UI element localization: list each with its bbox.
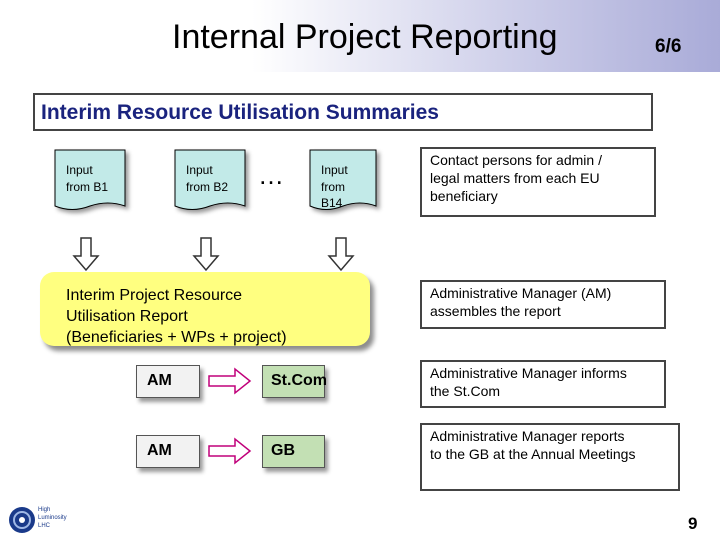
flow-from-am-gb: AM <box>136 435 200 468</box>
page-number: 9 <box>688 514 698 533</box>
report-box-text: Interim Project Resource Utilisation Rep… <box>66 285 287 348</box>
input-document-b1 <box>54 149 126 210</box>
input-b14-line2: from <box>321 180 345 194</box>
logo-line1: High <box>38 507 50 513</box>
input-document-b2 <box>174 149 246 210</box>
logo-line2: Luminosity <box>38 515 67 521</box>
input-b14-line3: B14 <box>321 196 343 210</box>
report-line2: Utilisation Report <box>66 308 188 325</box>
hl-lhc-logo: High Luminosity LHC <box>9 507 67 533</box>
flow-to-stcom: St.Com <box>262 365 327 398</box>
logo-line3: LHC <box>38 523 51 529</box>
note-reports-line2: to the GB at the Annual Meetings <box>430 446 636 462</box>
note-reports-line1: Administrative Manager reports <box>430 428 625 444</box>
note-contacts-line1: Contact persons for admin / <box>430 152 602 168</box>
down-arrow-icon <box>72 237 100 272</box>
page-title: Internal Project Reporting <box>172 18 558 56</box>
input-b14-line1: Input <box>321 163 348 177</box>
report-line1: Interim Project Resource <box>66 287 243 304</box>
flow-to-gb: GB <box>262 435 325 468</box>
right-arrow-icon <box>208 367 252 395</box>
note-informs: Administrative Manager informs the St.Co… <box>420 360 666 408</box>
header-band <box>0 0 720 72</box>
slide-fraction: 6/6 <box>655 36 682 57</box>
down-arrow-icon <box>192 237 220 272</box>
input-document-b14 <box>309 149 377 210</box>
note-contacts: Contact persons for admin / legal matter… <box>420 147 656 217</box>
note-informs-line2: the St.Com <box>430 383 501 399</box>
input-b2-line1: Input <box>186 163 213 177</box>
input-b1-line1: Input <box>66 163 93 177</box>
input-b1-line2: from B1 <box>66 180 108 194</box>
note-assembles: Administrative Manager (AM) assembles th… <box>420 280 666 329</box>
report-line3: (Beneficiaries + WPs + project) <box>66 329 287 346</box>
note-assembles-line2: assembles the report <box>430 303 561 319</box>
summary-title-box: Interim Resource Utilisation Summaries <box>33 93 653 131</box>
note-contacts-line3: beneficiary <box>430 188 498 204</box>
note-assembles-line1: Administrative Manager (AM) <box>430 285 612 301</box>
flow-from-am-stcom: AM <box>136 365 200 398</box>
note-contacts-line2: legal matters from each EU <box>430 170 600 186</box>
note-informs-line1: Administrative Manager informs <box>430 365 627 381</box>
input-b2-line2: from B2 <box>186 180 228 194</box>
down-arrow-icon <box>327 237 355 272</box>
note-reports: Administrative Manager reports to the GB… <box>420 423 680 491</box>
right-arrow-icon <box>208 437 252 465</box>
summary-title: Interim Resource Utilisation Summaries <box>41 101 439 124</box>
ellipsis: … <box>258 160 284 190</box>
report-box <box>40 272 370 346</box>
